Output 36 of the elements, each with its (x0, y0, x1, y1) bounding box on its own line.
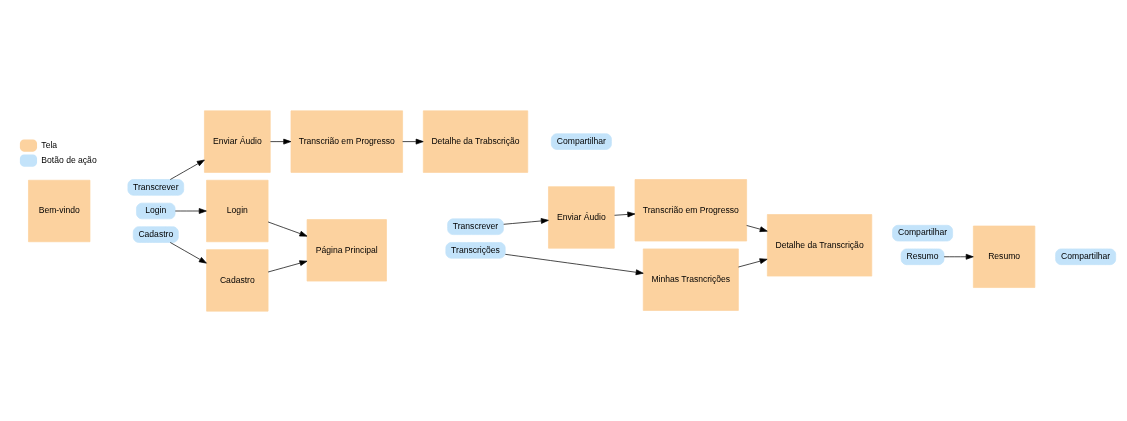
arrow (504, 253, 644, 275)
arrow (174, 207, 207, 214)
node-box: Transcrever (127, 178, 185, 196)
node-box: Cadastro (132, 225, 179, 243)
node-box: Login (206, 179, 269, 242)
node-box: Bem-vindo (28, 179, 91, 242)
arrow (169, 159, 205, 180)
arrow (614, 211, 636, 217)
node-box: Transcrião em Progresso (634, 178, 747, 241)
node-box: Transcrever (447, 218, 504, 235)
node-box: Compartilhar (551, 132, 612, 150)
arrow (738, 257, 768, 267)
node-box: Cadastro (206, 248, 269, 311)
node-box: Detalhe da Trabscrição (422, 110, 529, 173)
arrow (746, 224, 768, 232)
node-box: Transcrições (445, 241, 506, 259)
legend-label: Botão de ação (41, 154, 97, 165)
node-box: Resumo (900, 248, 945, 265)
arrow (267, 221, 308, 236)
legend-label: Tela (41, 139, 58, 150)
node-box: Compartilhar (1055, 248, 1117, 265)
node-box: Enviar Áudio (204, 110, 271, 173)
arrow (270, 138, 292, 144)
node-box: Minhas Trasncrições (642, 248, 739, 311)
arrow (402, 138, 424, 144)
node-box: Transcrião em Progresso (290, 110, 403, 173)
node-box: Resumo (973, 225, 1036, 288)
arrow (169, 241, 207, 263)
arrow (267, 259, 308, 272)
node-box: Enviar Áudio (548, 185, 615, 249)
node-box: Página Principal (306, 218, 387, 281)
arrow (503, 217, 549, 225)
node-box: Login (136, 202, 176, 219)
node-box: Detalhe da Transcrição (767, 213, 873, 276)
node-box: Compartilhar (892, 224, 953, 241)
arrow (943, 253, 974, 260)
